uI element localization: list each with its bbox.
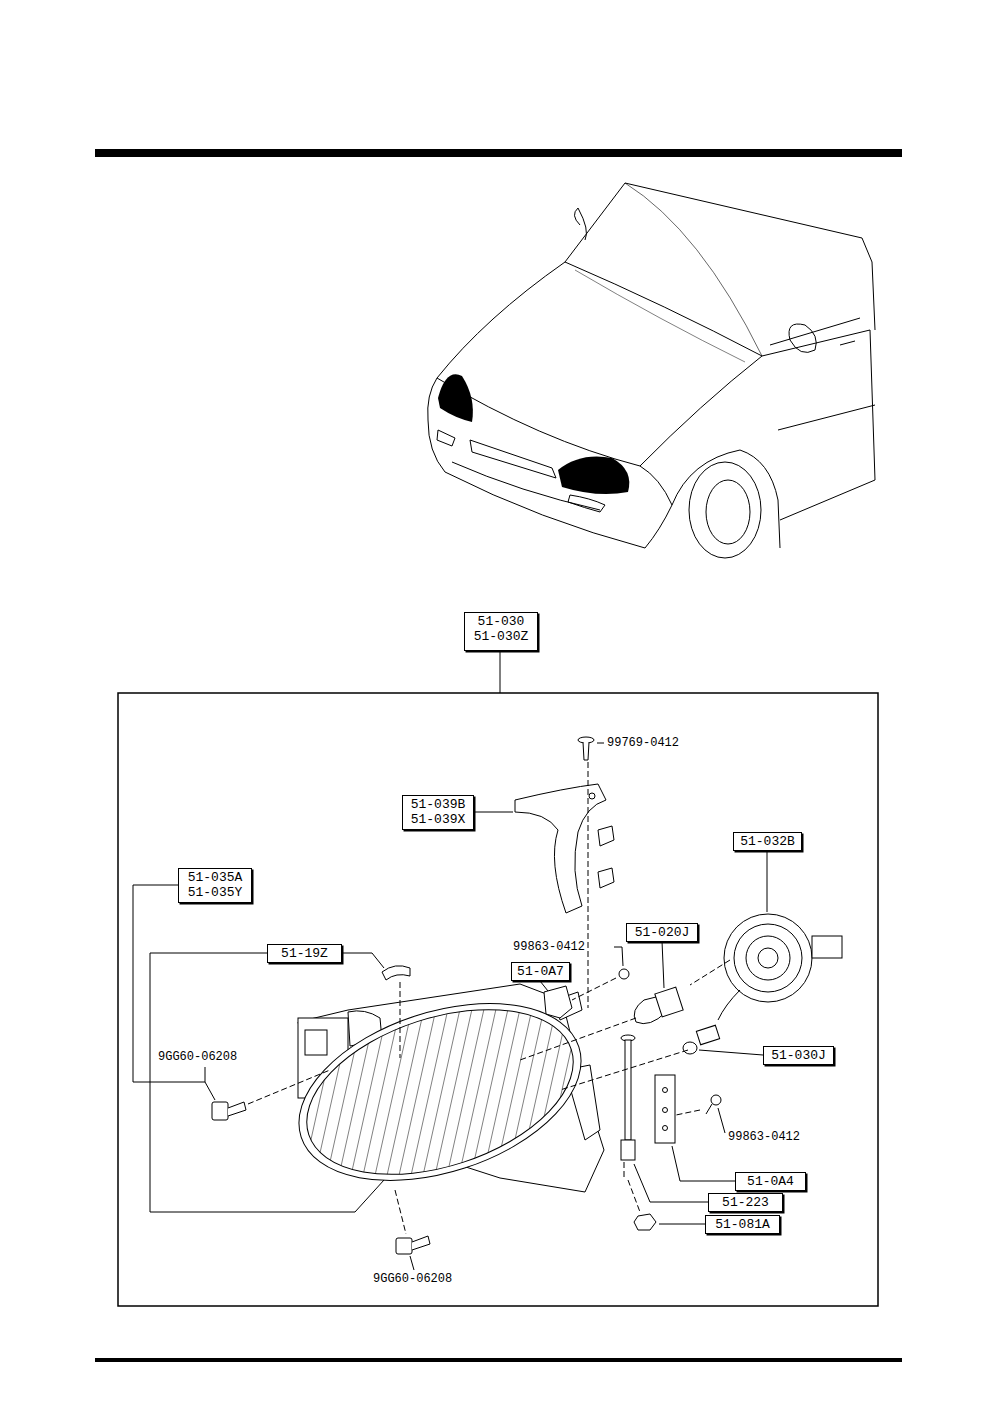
part-number-box: 51-030J [763, 1046, 834, 1065]
lens-line [482, 1000, 522, 1180]
leader-line [342, 953, 384, 968]
lens-line [374, 1000, 414, 1180]
lens-line [470, 1000, 510, 1180]
fastener-number: 99863-0412 [727, 1130, 801, 1144]
lens-line [614, 1000, 654, 1180]
lens-line [434, 1000, 474, 1180]
lens-line [446, 1000, 486, 1180]
part-number: 51-0A4 [740, 1174, 801, 1189]
lens-line [302, 1000, 342, 1180]
part-number: 51-030Z [469, 629, 533, 644]
part-number: 51-0A7 [516, 964, 565, 979]
leader-line [614, 947, 623, 966]
lens-line [494, 1000, 534, 1180]
lens-line [602, 1000, 642, 1180]
lens-line [422, 1000, 462, 1180]
lens-line [542, 1000, 582, 1180]
assembly-frame [118, 693, 878, 1306]
headlamp-highlight [558, 457, 629, 495]
leader-line [205, 1067, 215, 1100]
lens-line [578, 1000, 618, 1180]
fastener-number: 9GG60-06208 [372, 1272, 453, 1286]
part-number-box: 51-19Z [267, 944, 342, 963]
bolt [396, 1236, 430, 1254]
part-number: 51-081A [710, 1217, 775, 1232]
part-number: 51-035A [183, 870, 247, 885]
bolt [212, 1102, 246, 1120]
lens-line [638, 1000, 678, 1180]
part-number: 51-030J [768, 1048, 829, 1063]
part-number: 51-039X [407, 812, 469, 827]
leader-line [597, 743, 604, 744]
part-number-box: 51-035A51-035Y [178, 868, 252, 903]
shield-part [515, 784, 614, 913]
lens-line [350, 1000, 390, 1180]
leader-line [540, 981, 548, 991]
leader-line [767, 850, 768, 912]
part-number-box: 51-0A7 [511, 962, 570, 981]
lens-pattern [290, 1000, 678, 1180]
part-number-box: 51-039B51-039X [402, 795, 474, 830]
lens-line [410, 1000, 450, 1180]
adjust-screw [621, 1035, 635, 1160]
part-number: 51-223 [713, 1195, 778, 1210]
lens-line [458, 1000, 498, 1180]
lens-line [566, 1000, 606, 1180]
leader-line [500, 651, 501, 693]
screw [578, 737, 594, 760]
leader-line [659, 1224, 705, 1225]
footer-rule [95, 1358, 902, 1362]
part-number: 51-19Z [272, 946, 337, 961]
leader-line [662, 941, 664, 988]
leader-line [718, 1108, 725, 1133]
clip [382, 966, 410, 980]
bulb-socket [718, 914, 842, 1020]
lens-line [554, 1000, 594, 1180]
headlamp-unit [276, 971, 604, 1213]
leader-line [410, 1256, 414, 1270]
assembly-line [248, 762, 730, 1234]
lens-line [314, 1000, 354, 1180]
part-number-box: 51-081A [705, 1215, 780, 1234]
leader-line [672, 1146, 735, 1181]
lens-line [398, 1000, 438, 1180]
leader-line [474, 812, 513, 813]
lens-line [518, 1000, 558, 1180]
lens-line [386, 1000, 426, 1180]
fastener-number: 99769-0412 [606, 736, 680, 750]
lens-line [290, 1000, 330, 1180]
fastener-number: 99863-0412 [512, 940, 586, 954]
headlamp-highlight [438, 374, 473, 422]
lens-line [506, 1000, 546, 1180]
part-number: 51-020J [631, 925, 693, 940]
part-number-box: 51-032B [733, 832, 802, 851]
fastener-number: 9GG60-06208 [157, 1050, 238, 1064]
header-rule [95, 149, 902, 157]
part-number: 51-032B [738, 834, 797, 849]
part-number: 51-039B [407, 797, 469, 812]
leader-line [634, 1164, 708, 1202]
part-number-box: 51-020J [626, 923, 698, 942]
lens-line [338, 1000, 378, 1180]
nut [634, 1214, 656, 1230]
bulb [634, 987, 683, 1023]
part-number-box: 51-03051-030Z [464, 612, 538, 651]
lens-line [326, 1000, 366, 1180]
part-number-box: 51-223 [708, 1193, 783, 1212]
plate [655, 1075, 675, 1143]
car-illustration [428, 183, 875, 558]
leader-line [699, 1050, 763, 1055]
lens-line [530, 1000, 570, 1180]
lens-line [362, 1000, 402, 1180]
part-number-box: 51-0A4 [735, 1172, 806, 1191]
part-number: 51-030 [469, 614, 533, 629]
part-number: 51-035Y [183, 885, 247, 900]
